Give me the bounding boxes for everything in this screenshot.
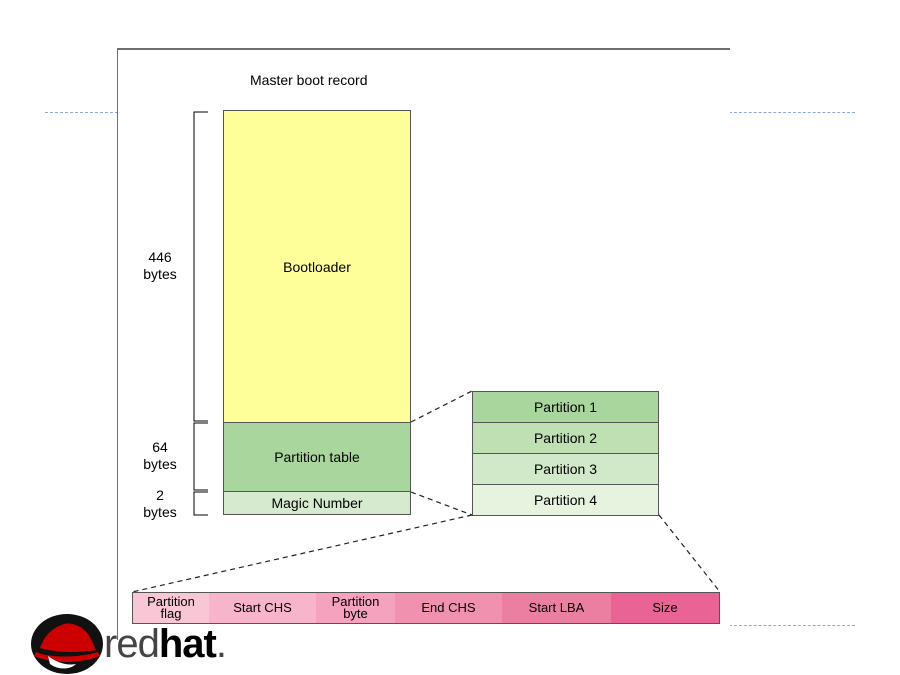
size-value: 446 [148, 249, 172, 265]
partition-table-region: Partition table [223, 422, 411, 492]
field-line1: Start CHS [233, 600, 292, 615]
partition-label: Partition 4 [533, 492, 598, 508]
partition-label: Partition 1 [533, 399, 598, 415]
partition-1-box: Partition 1 [472, 391, 659, 423]
bracket-2 [193, 491, 208, 516]
connector-table-bottom [410, 491, 473, 516]
field-line2: flag [160, 606, 182, 621]
partition-4-box: Partition 4 [472, 484, 659, 516]
slide-divider-left [45, 112, 118, 113]
size-unit: bytes [143, 504, 177, 520]
partition-label: Partition 2 [533, 430, 598, 446]
entry-field-start-lba: Start LBA [502, 592, 612, 624]
bootloader-label: Bootloader [283, 258, 351, 275]
slide-divider-right [729, 112, 855, 113]
diagram-title: Master boot record [250, 72, 368, 88]
partition-table-label: Partition table [274, 449, 360, 465]
field-line1: End CHS [421, 600, 476, 615]
redhat-logo [31, 614, 103, 674]
field-line2: byte [343, 606, 368, 621]
logo-suffix: . [215, 622, 227, 666]
slide-divider-bottom-right [729, 625, 855, 626]
field-line1: Start LBA [528, 600, 585, 615]
entry-field-end-chs: End CHS [395, 592, 503, 624]
magic-number-label: Magic Number [271, 495, 363, 511]
partition-label: Partition 3 [533, 461, 598, 477]
logo-wordmark: redhat. [104, 622, 227, 667]
connector-entry-right [658, 514, 721, 593]
connector-table-top [410, 390, 473, 423]
size-unit: bytes [143, 266, 177, 282]
partition-3-box: Partition 3 [472, 453, 659, 485]
bracket-64 [193, 422, 208, 491]
logo-word-bold: hat [158, 622, 217, 666]
size-value: 64 [152, 439, 168, 455]
diagram-panel [117, 48, 730, 640]
logo-word-light: red [104, 622, 160, 666]
connector-entry-left [131, 514, 473, 593]
bracket-446 [193, 111, 208, 422]
partition-2-box: Partition 2 [472, 422, 659, 454]
field-line1: Size [652, 600, 678, 615]
field-line1: Partition [147, 594, 195, 609]
size-label-partition-table: 64 bytes [135, 439, 185, 473]
size-label-magic-number: 2 bytes [135, 487, 185, 521]
magic-number-region: Magic Number [223, 491, 411, 515]
size-value: 2 [156, 487, 164, 503]
field-line1: Partition [331, 594, 380, 609]
size-unit: bytes [143, 456, 177, 472]
entry-field-size: Size [611, 592, 720, 624]
size-label-bootloader: 446 bytes [135, 249, 185, 283]
bootloader-region: Bootloader [223, 110, 411, 423]
